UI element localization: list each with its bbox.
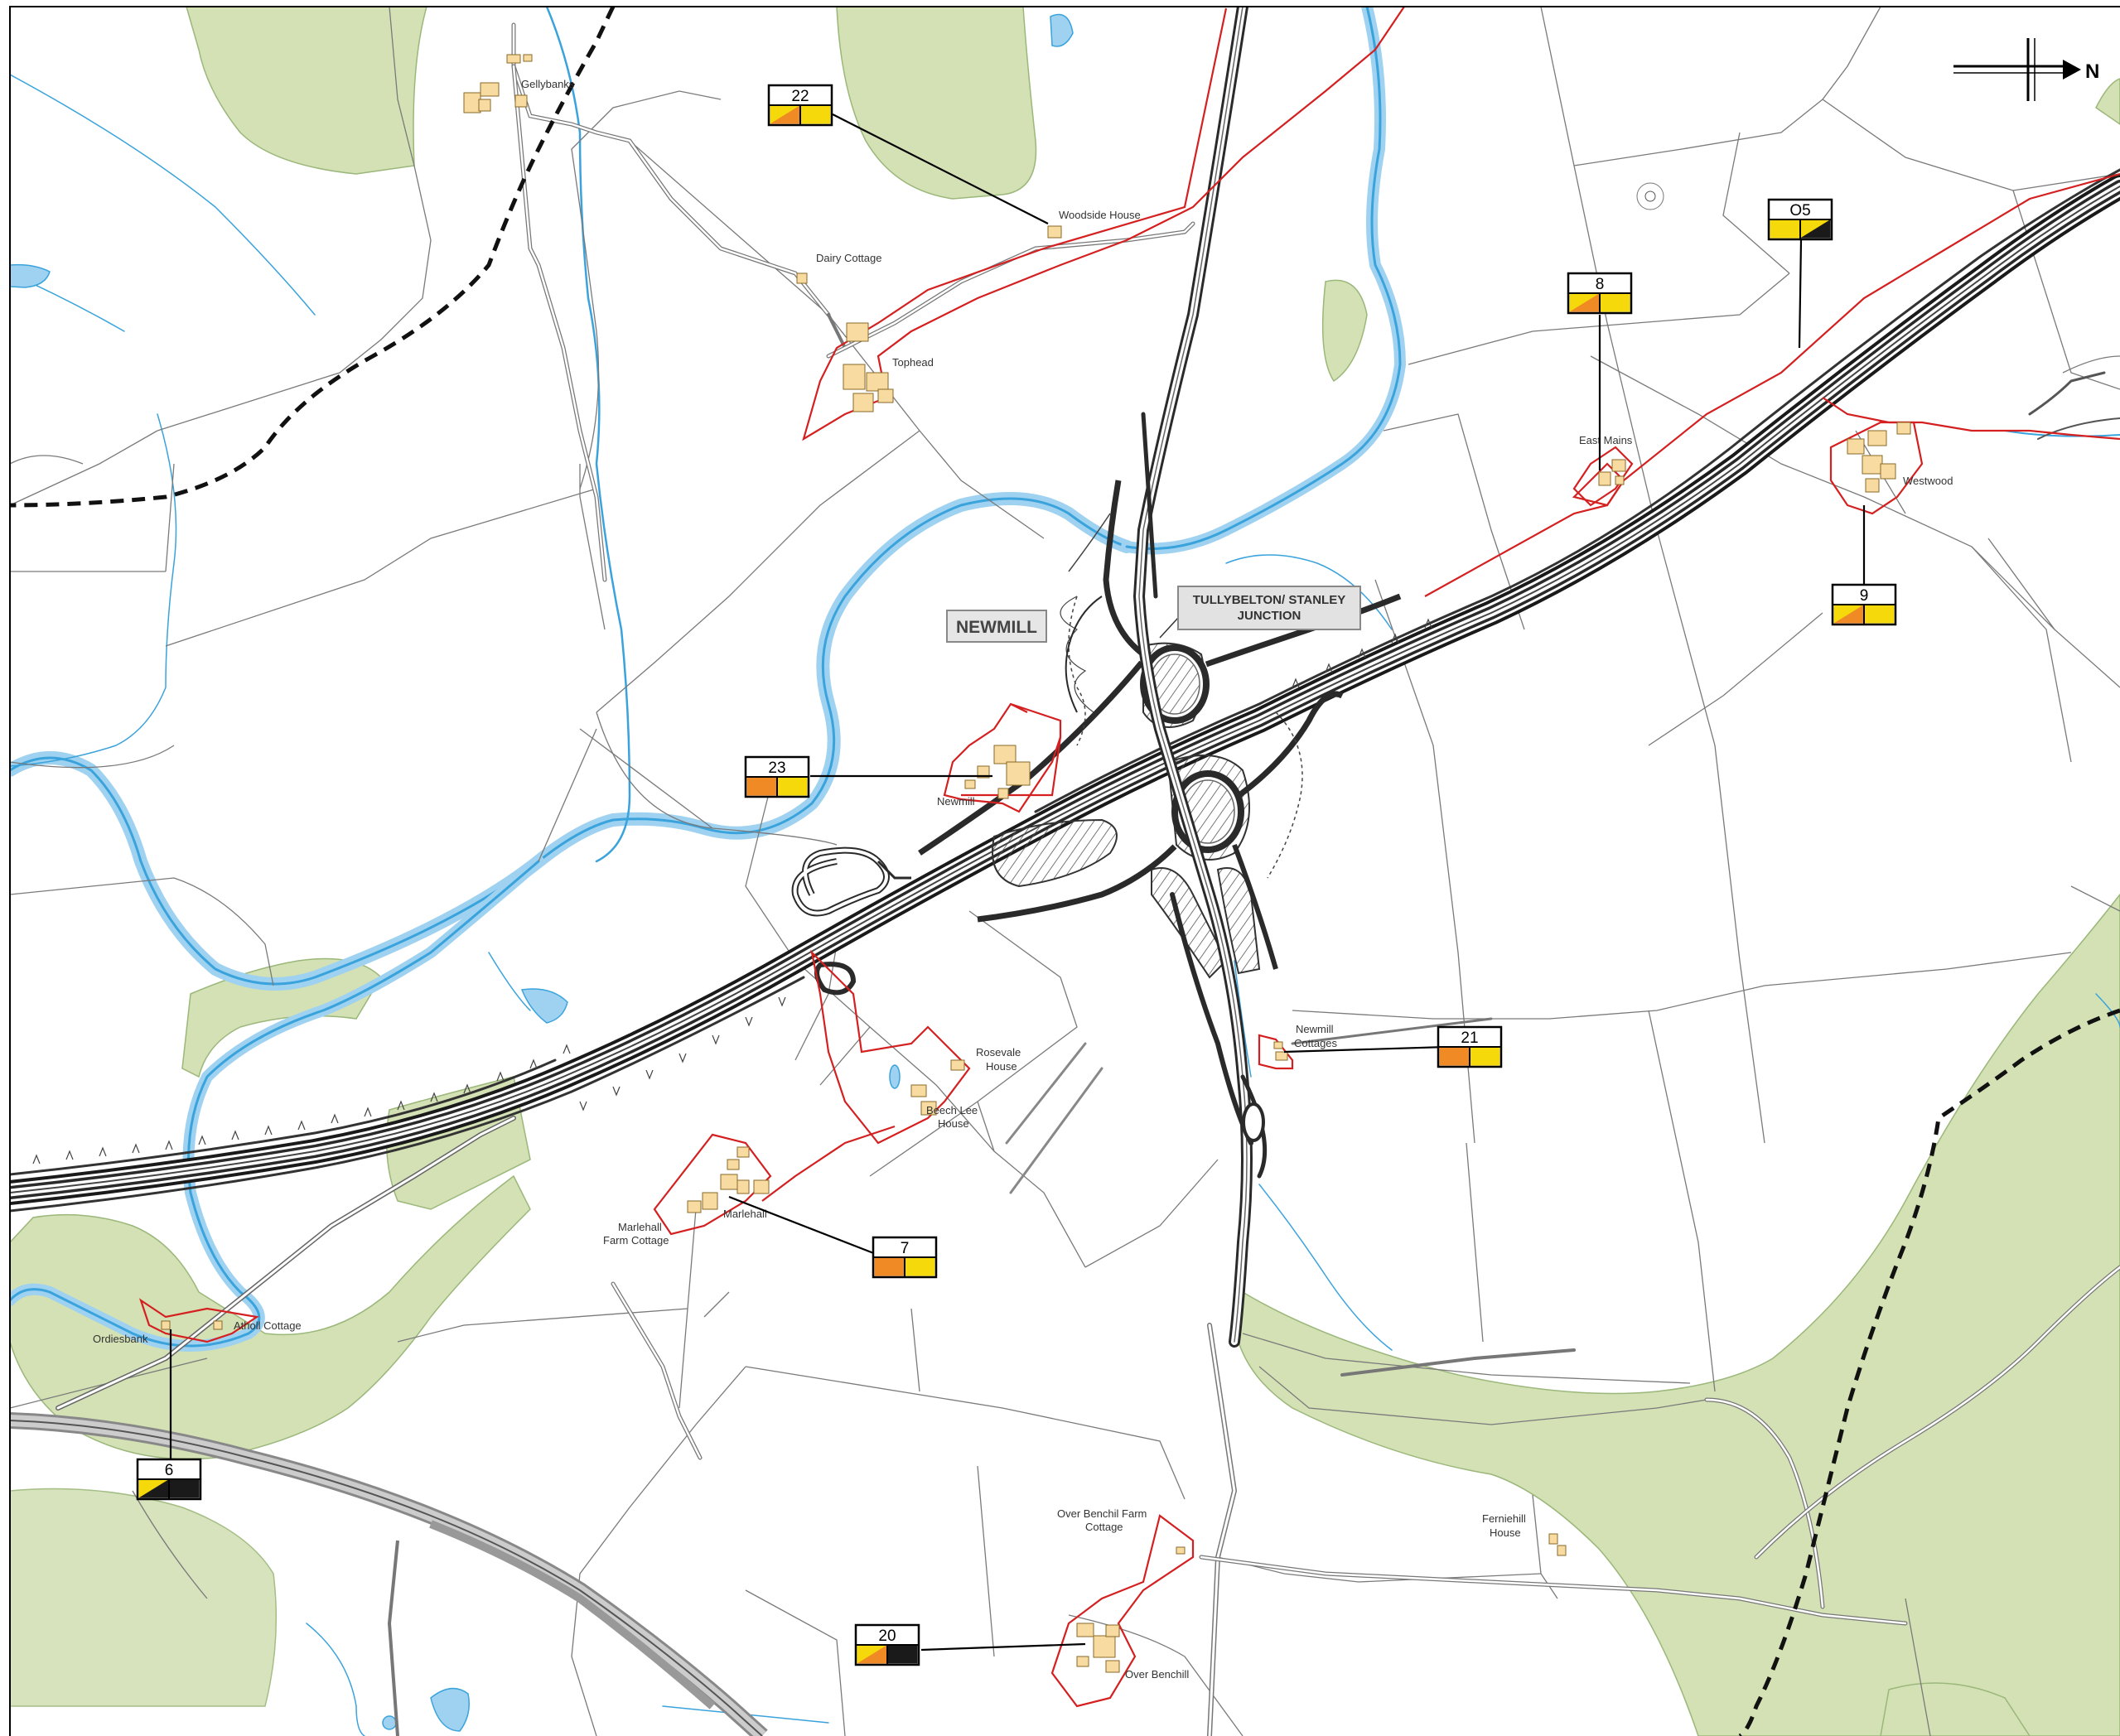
receptor-badge-right-cell <box>800 105 831 124</box>
receptor-leaders <box>169 113 1866 1652</box>
junction-label: TULLYBELTON/ STANLEY JUNCTION <box>1159 586 1361 639</box>
railway <box>10 1412 768 1736</box>
label-westwood: Westwood <box>1903 475 1953 487</box>
receptor-badge-left-cell <box>1833 605 1864 624</box>
woodland-areas <box>10 7 2120 1736</box>
north-label: N <box>2085 60 2099 83</box>
receptor-badge-right-cell <box>905 1257 935 1276</box>
svg-text:NEWMILL: NEWMILL <box>956 618 1037 637</box>
place-labels: Gellybanks Woodside House Dairy Cottage … <box>93 78 1953 1681</box>
label-newmillcott-1: Newmill <box>1296 1023 1334 1035</box>
receptor-badge-right-cell <box>1600 293 1630 312</box>
ponds <box>10 13 1074 1732</box>
label-eastmains: East Mains <box>1579 434 1633 446</box>
receptor-badge-r9: 9 <box>1831 583 1897 626</box>
label-woodside: Woodside House <box>1059 209 1141 221</box>
receptor-badge-r21: 21 <box>1437 1025 1503 1068</box>
receptor-badge-left-cell <box>746 777 777 796</box>
label-overbenchil: Over Benchill <box>1125 1668 1189 1681</box>
receptor-badge-right-cell <box>777 777 808 796</box>
receptor-badge-label: 9 <box>1860 587 1869 605</box>
label-overbenchil-farm-2: Cottage <box>1085 1521 1123 1533</box>
receptor-badge-label: O5 <box>1789 202 1810 219</box>
label-marlefarm-1: Marlehall <box>618 1221 662 1233</box>
receptor-badge-r7: 7 <box>872 1236 938 1279</box>
receptor-badge-label: 23 <box>768 760 785 777</box>
receptor-badges: 22 8 O5 9 23 21 7 6 20 <box>136 84 1897 1666</box>
embankment-ticks <box>32 618 1432 1165</box>
label-marlehall: Marlehall <box>723 1208 767 1220</box>
label-gellybanks: Gellybanks <box>521 78 575 90</box>
receptor-badge-left-cell <box>1439 1047 1470 1066</box>
receptor-badge-r22: 22 <box>767 84 833 127</box>
receptor-badge-label: 8 <box>1596 276 1605 293</box>
label-newmillcott-2: Cottages <box>1294 1037 1338 1049</box>
label-beechlee-1: Beech Lee <box>926 1104 978 1116</box>
label-newmill: Newmill <box>937 795 975 808</box>
svg-text:JUNCTION: JUNCTION <box>1238 609 1301 623</box>
area-label-newmill: NEWMILL <box>946 610 1047 643</box>
receptor-badge-label: 7 <box>901 1240 910 1257</box>
receptor-badge-left-cell <box>874 1257 905 1276</box>
receptor-badge-label: 21 <box>1461 1030 1478 1047</box>
label-overbenchil-farm-1: Over Benchil Farm <box>1057 1507 1147 1520</box>
receptor-badge-r20: 20 <box>854 1623 920 1666</box>
district-boundary <box>10 7 2120 1736</box>
label-marlefarm-2: Farm Cottage <box>603 1234 669 1247</box>
receptor-badge-label: 22 <box>791 88 809 105</box>
tullybelton-junction <box>918 480 1402 979</box>
receptor-badge-left-cell <box>857 1645 887 1664</box>
label-dairy: Dairy Cottage <box>816 252 881 264</box>
north-arrow: N <box>1953 38 2099 101</box>
watercourses <box>10 7 2120 1736</box>
receptor-badge-left-cell <box>770 105 800 124</box>
map-frame <box>9 6 2120 1736</box>
b-road-through-junction <box>1132 7 1268 1348</box>
receptor-badge-left-cell <box>1770 219 1800 239</box>
receptor-badge-right-cell <box>1864 605 1895 624</box>
receptor-badge-left-cell <box>138 1479 169 1498</box>
label-ordiesbank: Ordiesbank <box>93 1333 148 1345</box>
receptor-badge-label: 20 <box>878 1628 896 1645</box>
receptor-badge-right-cell <box>1470 1047 1500 1066</box>
receptor-badge-label: 6 <box>165 1462 174 1479</box>
receptor-badge-right-cell <box>887 1645 918 1664</box>
label-rosevale-1: Rosevale <box>976 1046 1021 1058</box>
label-rosevale-2: House <box>986 1060 1017 1073</box>
receptor-badge-r23: 23 <box>744 755 810 798</box>
svg-text:TULLYBELTON/ STANLEY: TULLYBELTON/ STANLEY <box>1193 593 1345 607</box>
receptor-badge-left-cell <box>1569 293 1600 312</box>
receptor-badge-r05: O5 <box>1767 198 1833 241</box>
receptor-badge-r8: 8 <box>1567 272 1633 315</box>
label-ferniehill-1: Ferniehill <box>1482 1512 1526 1525</box>
receptor-badge-right-cell <box>1800 219 1831 239</box>
minor-roads <box>56 22 2120 1736</box>
receptor-badge-r6: 6 <box>136 1458 202 1501</box>
label-beechlee-2: House <box>938 1117 969 1130</box>
label-ferniehill-2: House <box>1490 1526 1521 1539</box>
buildings <box>161 54 1911 1673</box>
receptor-badge-right-cell <box>169 1479 200 1498</box>
label-tophead: Tophead <box>892 356 934 369</box>
label-atholl: Atholl Cottage <box>234 1319 302 1332</box>
